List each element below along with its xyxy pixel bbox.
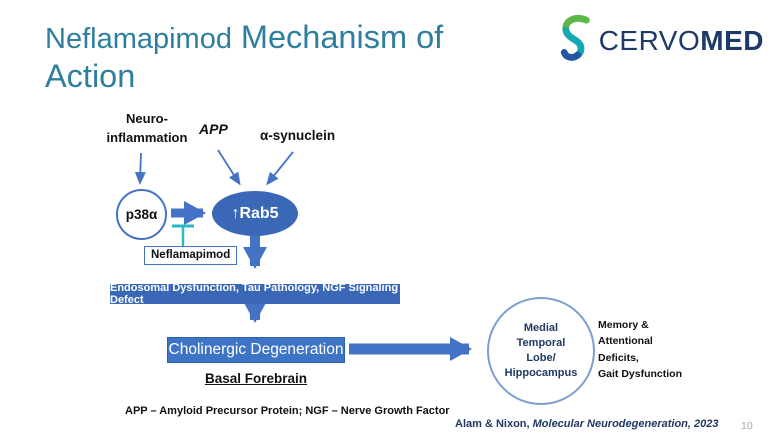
logo-med: MED (700, 24, 764, 56)
cervomed-logo-icon (560, 13, 594, 68)
slide-title-drug: Neflamapimod (45, 23, 232, 55)
node-rab5: ↑Rab5 (212, 191, 298, 236)
abbreviation-footnote: APP – Amyloid Precursor Protein; NGF – N… (125, 405, 450, 417)
neflamapimod-inhibitor-box: Neflamapimod (144, 246, 238, 265)
outcome-text: Memory & Attentional Deficits, Gait Dysf… (598, 319, 683, 380)
label-app: APP (199, 121, 228, 137)
cervomed-logo: CERVOMED (560, 13, 764, 68)
endosomal-dysfunction-bar: Endosomal Dysfunction, Tau Pathology, NG… (110, 282, 400, 306)
cholinergic-degeneration-box: Cholinergic Degeneration (167, 337, 345, 363)
label-alpha-synuclein: α-synuclein (260, 128, 336, 143)
cervomed-logo-text: CERVOMED (599, 25, 764, 57)
logo-cervo: CERVO (598, 24, 701, 56)
basal-forebrain-label: Basal Forebrain (204, 371, 308, 386)
slide-title: Neflamapimod Mechanism of Action (45, 18, 475, 96)
citation-authors: Alam & Nixon, (455, 418, 533, 430)
page-number: 10 (741, 420, 753, 432)
citation: Alam & Nixon, Molecular Neurodegeneratio… (455, 418, 718, 430)
citation-source: Molecular Neurodegeneration, 2023 (532, 418, 719, 430)
label-neuroinflammation: Neuro- inflammation (106, 111, 188, 145)
medial-temporal-lobe-circle: Medial Temporal Lobe/ Hippocampus (487, 297, 595, 405)
node-p38-alpha: p38α (116, 189, 167, 240)
slide-title-rest: Mechanism of Action (45, 19, 444, 94)
